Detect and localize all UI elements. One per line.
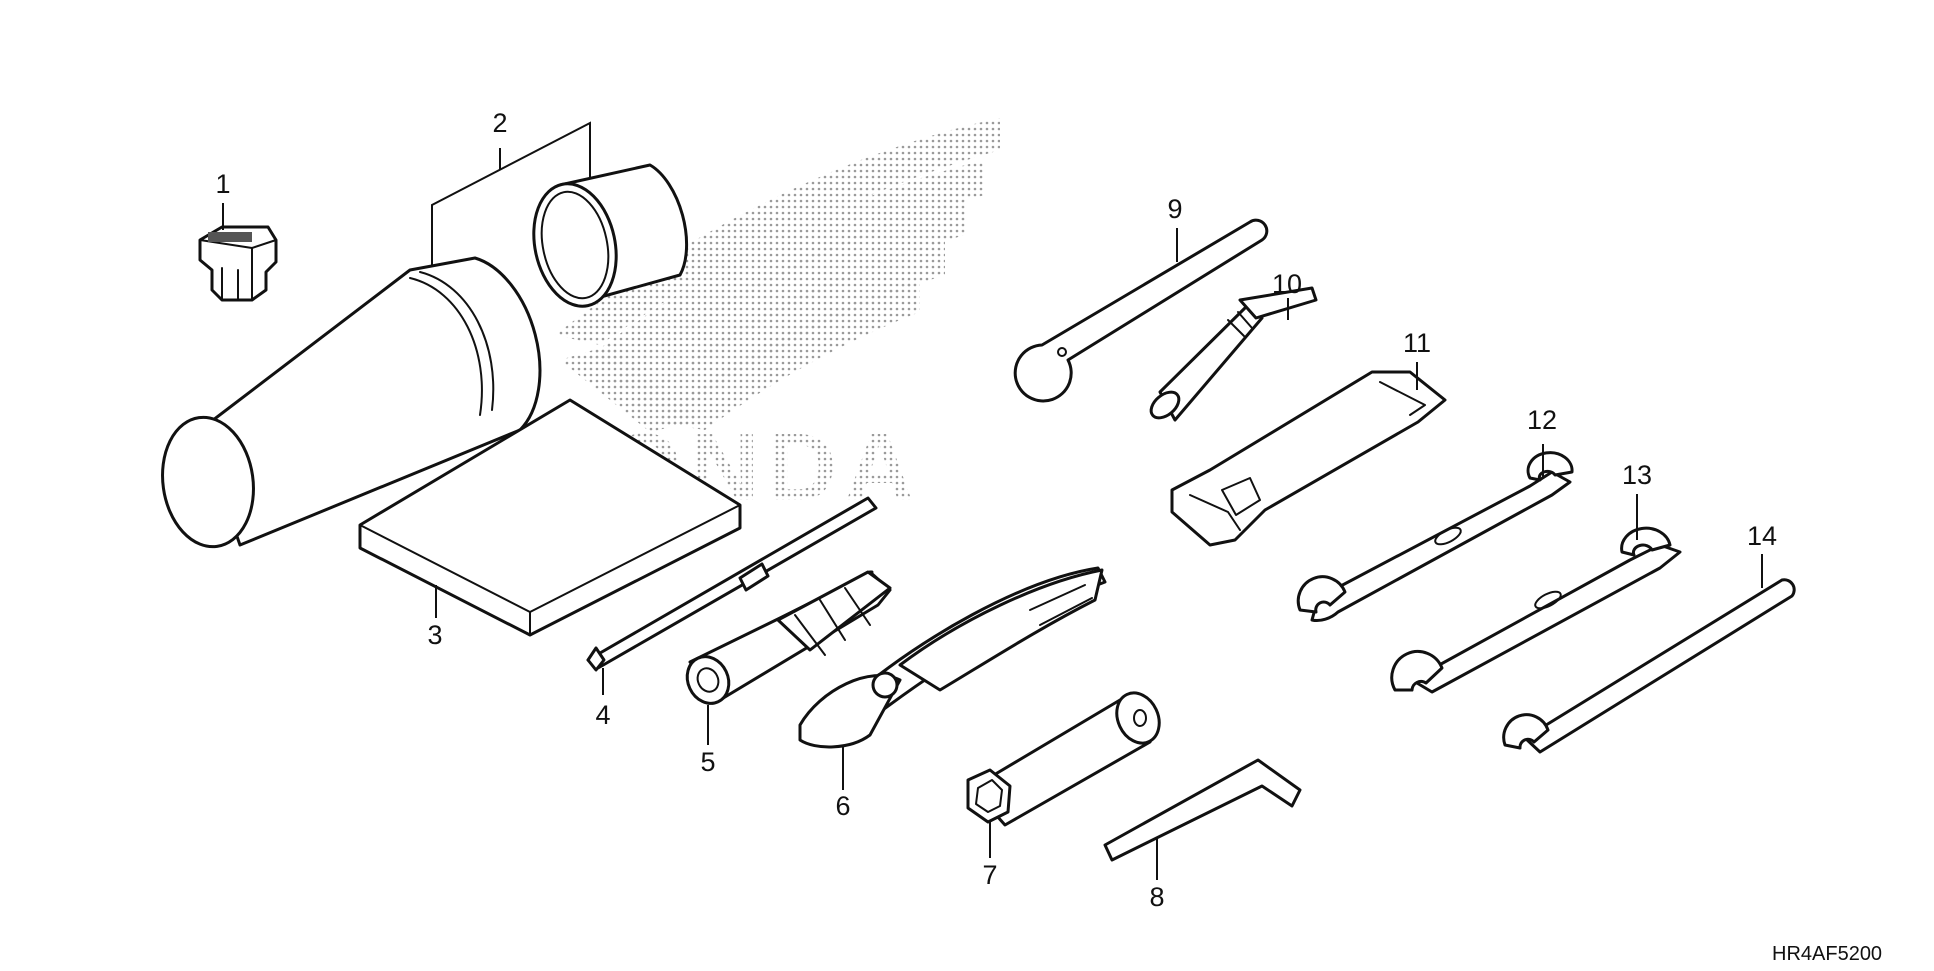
part-14-long-wrench (1502, 578, 1796, 754)
callout-13: 13 (1622, 460, 1652, 490)
callout-9: 9 (1167, 194, 1182, 224)
callout-2: 2 (492, 108, 507, 138)
callout-6: 6 (835, 791, 850, 821)
callout-5: 5 (700, 747, 715, 777)
part-10-extension (1149, 286, 1318, 422)
part-11-box-wrench (1170, 370, 1447, 547)
leader-lines (222, 121, 1763, 880)
callout-14: 14 (1747, 521, 1777, 551)
drawing-code: HR4AF5200 (1772, 943, 1882, 965)
part-9-spanner (1013, 218, 1269, 403)
part-1-fuse (198, 225, 278, 302)
part-3-manual (358, 398, 742, 637)
callout-11: 11 (1403, 328, 1431, 358)
part-7-plug-wrench (966, 691, 1161, 827)
part-13-open-wrench (1390, 526, 1682, 694)
callout-12: 12 (1527, 405, 1557, 435)
callout-3: 3 (427, 620, 442, 650)
callout-7: 7 (982, 860, 997, 890)
callout-4: 4 (595, 700, 610, 730)
part-12-open-wrench (1296, 451, 1574, 622)
part-6-pliers (798, 566, 1107, 749)
callout-10: 10 (1272, 269, 1302, 299)
part-5-handle (685, 570, 892, 705)
callout-labels: 1 2 3 4 5 6 7 8 9 10 11 12 13 14 (215, 108, 1777, 912)
honda-wing-watermark: HONDA (530, 118, 1000, 521)
part-2-tool-tube (161, 163, 689, 549)
part-8-hex-key (1103, 758, 1302, 862)
part-4-screwdriver (586, 496, 878, 672)
callout-8: 8 (1149, 882, 1164, 912)
callout-1: 1 (215, 169, 230, 199)
